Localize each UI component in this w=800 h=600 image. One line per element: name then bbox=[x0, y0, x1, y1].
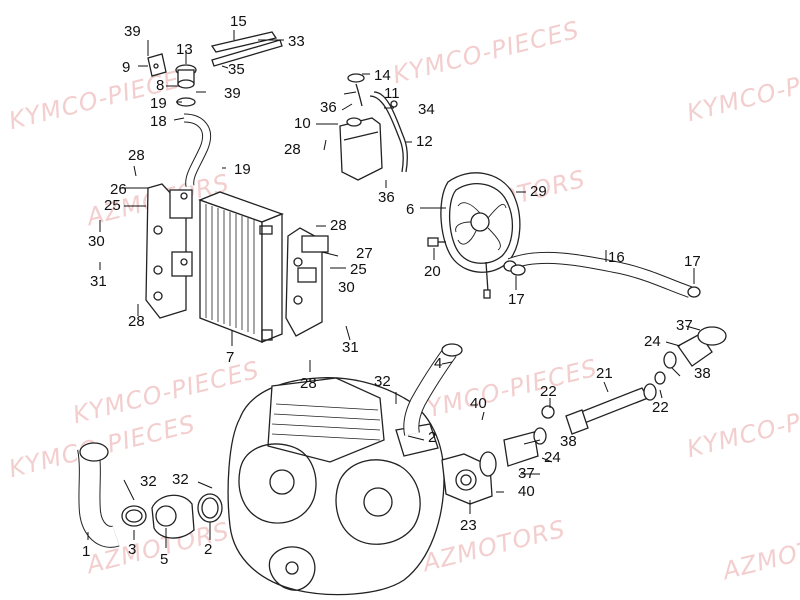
callout-15: 15 bbox=[230, 13, 247, 30]
callout-23: 23 bbox=[460, 517, 477, 534]
callout-31: 31 bbox=[342, 339, 359, 356]
callout-4: 4 bbox=[434, 355, 443, 372]
callout-30: 30 bbox=[338, 279, 355, 296]
cooling-fan bbox=[440, 172, 521, 299]
callout-22: 22 bbox=[540, 383, 557, 400]
callout-38: 38 bbox=[560, 433, 577, 450]
callout-24: 24 bbox=[644, 333, 661, 350]
callout-32: 32 bbox=[172, 471, 189, 488]
callout-13: 13 bbox=[176, 41, 193, 58]
callout-17: 17 bbox=[508, 291, 525, 308]
left-bracket bbox=[145, 183, 193, 319]
callout-3: 3 bbox=[128, 541, 137, 558]
callout-26: 26 bbox=[110, 181, 127, 198]
callout-28: 28 bbox=[128, 313, 145, 330]
reservoir-tank bbox=[339, 73, 408, 181]
callout-33: 33 bbox=[288, 33, 305, 50]
callout-18: 18 bbox=[150, 113, 167, 130]
callout-7: 7 bbox=[226, 349, 235, 366]
callout-37: 37 bbox=[676, 317, 693, 334]
callout-32: 32 bbox=[374, 373, 391, 390]
callout-30: 30 bbox=[88, 233, 105, 250]
callout-36: 36 bbox=[320, 99, 337, 116]
callout-19: 19 bbox=[234, 161, 251, 178]
callout-25: 25 bbox=[350, 261, 367, 278]
callout-31: 31 bbox=[90, 273, 107, 290]
pump-shaft bbox=[541, 371, 666, 435]
callout-38: 38 bbox=[694, 365, 711, 382]
callout-8: 8 bbox=[156, 77, 165, 94]
right-bracket bbox=[285, 227, 329, 337]
callout-35: 35 bbox=[228, 61, 245, 78]
callout-37: 37 bbox=[518, 465, 535, 482]
callout-10: 10 bbox=[294, 115, 311, 132]
callout-20: 20 bbox=[424, 263, 441, 280]
callout-28: 28 bbox=[330, 217, 347, 234]
callout-11: 11 bbox=[384, 85, 400, 102]
callout-5: 5 bbox=[160, 551, 169, 568]
engine bbox=[227, 377, 445, 596]
callout-28: 28 bbox=[128, 147, 145, 164]
callout-16: 16 bbox=[608, 249, 625, 266]
radiator bbox=[198, 191, 284, 343]
callout-21: 21 bbox=[596, 365, 613, 382]
callout-24: 24 bbox=[544, 449, 561, 466]
callout-39: 39 bbox=[224, 85, 241, 102]
callout-2: 2 bbox=[428, 429, 437, 446]
callout-9: 9 bbox=[122, 59, 131, 76]
water-pump-cover bbox=[441, 453, 493, 505]
callout-22: 22 bbox=[652, 399, 669, 416]
callout-28: 28 bbox=[300, 375, 317, 392]
callout-1: 1 bbox=[82, 543, 91, 560]
callout-39: 39 bbox=[124, 23, 141, 40]
callout-2: 2 bbox=[204, 541, 213, 558]
callout-19: 19 bbox=[150, 95, 167, 112]
callout-25: 25 bbox=[104, 197, 121, 214]
callout-17: 17 bbox=[684, 253, 701, 270]
callout-40: 40 bbox=[518, 483, 535, 500]
callout-12: 12 bbox=[416, 133, 433, 150]
callout-32: 32 bbox=[140, 473, 157, 490]
callout-36: 36 bbox=[378, 189, 395, 206]
callout-40: 40 bbox=[470, 395, 487, 412]
callout-27: 27 bbox=[356, 245, 373, 262]
callout-34: 34 bbox=[418, 101, 435, 118]
callout-14: 14 bbox=[374, 67, 391, 84]
callout-28: 28 bbox=[284, 141, 301, 158]
callout-6: 6 bbox=[406, 201, 415, 218]
callout-29: 29 bbox=[530, 183, 547, 200]
